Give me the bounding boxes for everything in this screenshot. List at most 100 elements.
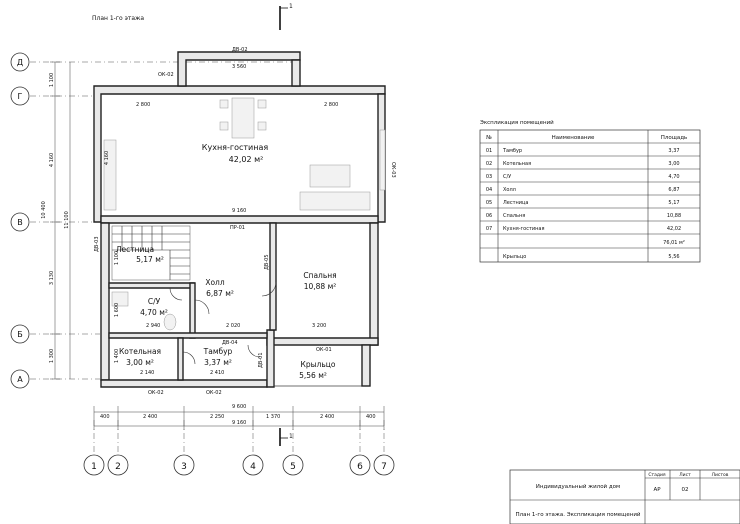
room-label-boiler: Котельная 3,00 м² (119, 347, 161, 367)
table-cell: 04 (486, 187, 492, 193)
room-label-hall: Холл 6,87 м² (205, 278, 234, 298)
svg-text:4 160: 4 160 (49, 153, 55, 167)
stamp-project: Индивидуальный жилой дом (536, 483, 620, 490)
svg-text:5,17 м²: 5,17 м² (136, 255, 164, 264)
table-header: Наименование (552, 135, 595, 141)
bottom-dimensions: 9 600 400 2 400 2 250 1 370 2 400 400 9 … (93, 404, 385, 430)
table-cell: С/У (503, 174, 511, 180)
table-cell: 3,00 (668, 161, 679, 167)
table-cell: 4,70 (668, 174, 679, 180)
svg-text:2 250: 2 250 (210, 414, 224, 420)
door-swings (169, 281, 277, 365)
plan-title: План 1-го этажа (92, 15, 144, 22)
axis-label-row: В (17, 218, 23, 227)
section-mark-top: 1 (279, 3, 293, 30)
table-cell: 6,87 (668, 187, 679, 193)
room-label-bedroom: Спальня 10,88 м² (303, 271, 336, 291)
room-label-bath: С/У 4,70 м² (140, 297, 168, 317)
svg-text:2 800: 2 800 (136, 102, 150, 108)
stamp-header-sheets: Листов (712, 472, 729, 478)
svg-text:3 560: 3 560 (232, 64, 246, 70)
porch (273, 344, 371, 387)
svg-text:1 600: 1 600 (114, 303, 120, 317)
opening-ok01: ОК-01 (316, 347, 332, 353)
table-cell: Котельная (503, 161, 531, 167)
svg-text:Холл: Холл (205, 278, 225, 287)
stamp-stage: АР (653, 487, 661, 493)
table-cell: 01 (486, 148, 492, 154)
room-label-stair: Лестница 5,17 м² (116, 245, 164, 264)
svg-text:4,70 м²: 4,70 м² (140, 308, 168, 317)
stamp-sheet-title: План 1-го этажа. Экспликация помещений (515, 511, 640, 518)
svg-text:10,88 м²: 10,88 м² (304, 282, 337, 291)
svg-text:5,56 м²: 5,56 м² (299, 371, 327, 380)
table-cell: 05 (486, 200, 492, 206)
opening-ok03: ОК-03 (390, 162, 396, 178)
svg-text:4 160: 4 160 (104, 151, 110, 165)
table-total: 76,01 м² (663, 240, 685, 246)
table-cell: Спальня (503, 213, 525, 219)
axis-label-col: 7 (381, 462, 387, 472)
axis-label-row: Б (17, 330, 23, 339)
svg-text:400: 400 (366, 414, 376, 420)
kitchen-furniture (103, 97, 386, 211)
svg-text:2 800: 2 800 (324, 102, 338, 108)
svg-text:2 140: 2 140 (140, 370, 154, 376)
bathroom-fixtures (111, 291, 177, 331)
room-schedule-table: Экспликация помещений № Наименование Пло… (479, 119, 701, 263)
inner-dimensions: 3 560 2 800 2 800 4 160 9 160 1 100 1 60… (104, 64, 338, 376)
axis-label-row: А (17, 375, 23, 384)
table-cell: Кухня-гостиная (503, 226, 545, 232)
svg-text:1 370: 1 370 (266, 414, 280, 420)
section-mark-bottom: 1 (279, 428, 293, 446)
opening-pr01: ПР-01 (230, 225, 245, 231)
axis-label-col: 3 (181, 462, 187, 472)
svg-text:1: 1 (289, 3, 293, 10)
dim-total-a: 9 600 (232, 404, 246, 410)
title-block: Индивидуальный жилой дом План 1-го этажа… (509, 469, 740, 524)
table-cell: Тамбур (502, 148, 522, 154)
svg-text:1 100: 1 100 (49, 73, 55, 87)
stamp-header-stage: Стадия (648, 472, 666, 478)
table-cell: 07 (486, 226, 492, 232)
axis-label-row: Г (18, 92, 23, 101)
svg-text:1 400: 1 400 (114, 349, 120, 363)
svg-text:Котельная: Котельная (119, 347, 161, 356)
svg-text:11 100: 11 100 (64, 211, 70, 229)
svg-text:10 400: 10 400 (41, 201, 47, 219)
svg-text:2 020: 2 020 (226, 323, 240, 329)
opening-ok02-b1: ОК-02 (148, 390, 164, 396)
svg-text:42,02 м²: 42,02 м² (229, 155, 264, 164)
svg-text:Спальня: Спальня (303, 271, 336, 280)
axis-label-row: Д (17, 58, 23, 67)
svg-text:Лестница: Лестница (116, 245, 154, 254)
room-label-kitchen: Кухня-гостиная 42,02 м² (202, 143, 269, 164)
axis-label-col: 1 (91, 462, 97, 472)
opening-dv01: ДВ-01 (258, 352, 264, 368)
svg-text:6,87 м²: 6,87 м² (206, 289, 234, 298)
table-cell: 5,17 (668, 200, 679, 206)
table-cell: 02 (486, 161, 492, 167)
svg-text:9 160: 9 160 (232, 208, 246, 214)
svg-text:Крыльцо: Крыльцо (301, 360, 336, 369)
axis-label-col: 4 (250, 462, 256, 472)
table-cell: Лестница (503, 200, 528, 206)
svg-text:1: 1 (289, 433, 293, 440)
svg-text:2 400: 2 400 (143, 414, 157, 420)
svg-text:2 940: 2 940 (146, 323, 160, 329)
svg-text:3 200: 3 200 (312, 323, 326, 329)
svg-text:2 400: 2 400 (320, 414, 334, 420)
left-dimensions: 1 100 4 160 3 130 1 300 10 400 11 100 (41, 61, 71, 380)
svg-text:Кухня-гостиная: Кухня-гостиная (202, 143, 269, 152)
table-cell: Холл (503, 187, 516, 193)
opening-dv05: ДВ-05 (264, 254, 270, 270)
table-header: № (486, 135, 492, 141)
svg-text:2 410: 2 410 (210, 370, 224, 376)
table-cell: 5,56 (668, 254, 679, 260)
opening-dv04: ДВ-04 (222, 340, 238, 346)
opening-ok02-top: ОК-02 (158, 72, 174, 78)
svg-text:3,37 м²: 3,37 м² (204, 358, 232, 367)
table-header: Площадь (661, 135, 688, 141)
table-cell: 06 (486, 213, 492, 219)
